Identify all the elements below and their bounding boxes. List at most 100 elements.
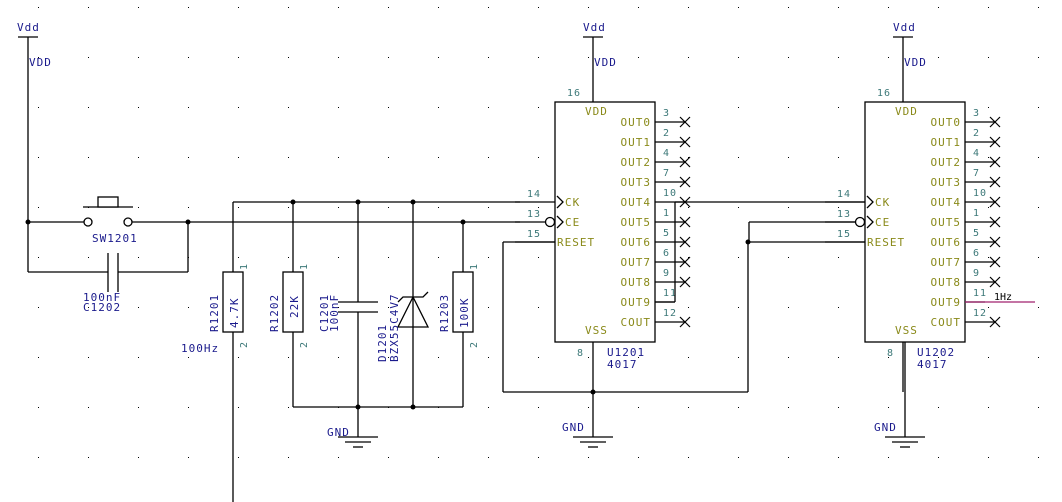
grid-dot <box>538 357 539 358</box>
pin-number: 4 <box>973 148 980 159</box>
pin-number: 14 <box>837 189 851 200</box>
grid-dot <box>188 157 189 158</box>
grid-dot <box>638 407 639 408</box>
grid-dot <box>138 57 139 58</box>
grid-dot <box>188 407 189 408</box>
grid-dot <box>138 107 139 108</box>
grid-dot <box>938 457 939 458</box>
pin-number: 3 <box>663 108 670 119</box>
pin-name: OUT2 <box>621 156 652 169</box>
pin-number-vss: 8 <box>577 348 584 359</box>
grid-dot <box>188 7 189 8</box>
gnd-label: GND <box>327 426 350 439</box>
d1201-value: BZX55C4V7 <box>388 293 401 362</box>
grid-dot <box>638 57 639 58</box>
grid-dot <box>738 57 739 58</box>
grid-dot <box>38 457 39 458</box>
grid-dot <box>788 357 789 358</box>
grid-dot <box>688 307 689 308</box>
grid-dot <box>538 207 539 208</box>
grid-dot <box>788 7 789 8</box>
pin-name-vdd: VDD <box>585 105 608 118</box>
pin-number: 9 <box>973 268 980 279</box>
pin-name: OUT9 <box>931 296 962 309</box>
vdd-symbol-label: Vdd <box>583 21 606 34</box>
grid-dot <box>188 457 189 458</box>
sw1201-pushbutton[interactable]: SW1201 <box>83 196 138 245</box>
d1201-zener-diode[interactable]: D1201 BZX55C4V7 <box>376 291 430 362</box>
grid-dot <box>688 457 689 458</box>
grid-dot <box>138 157 139 158</box>
grid-dot <box>688 407 689 408</box>
c1201-capacitor[interactable]: C1201 100nF <box>318 294 378 332</box>
inverted-input-bubble <box>544 216 556 228</box>
pin-name: OUT3 <box>621 176 652 189</box>
clock-edge-icon <box>556 215 564 229</box>
c1202-capacitor[interactable]: 100nF C1202 <box>83 253 121 314</box>
grid-dot <box>88 407 89 408</box>
grid-dot <box>138 7 139 8</box>
pin-name: CK <box>875 196 890 209</box>
r1202-resistor[interactable]: 22K R1202 1 2 <box>268 263 310 348</box>
grid-dot <box>488 257 489 258</box>
r1201-resistor[interactable]: 4.7K R1201 1 2 <box>208 263 250 348</box>
grid-dot <box>738 157 739 158</box>
grid-dot <box>38 307 39 308</box>
pin-number: 15 <box>837 229 851 240</box>
grid-dot <box>588 457 589 458</box>
pin-number: 14 <box>527 189 541 200</box>
pin-name: OUT5 <box>931 216 962 229</box>
vdd-symbol-label: Vdd <box>893 21 916 34</box>
pin-name: OUT7 <box>621 256 652 269</box>
grid-dot <box>688 57 689 58</box>
grid-dot <box>938 407 939 408</box>
grid-dot <box>538 57 539 58</box>
grid-dot <box>288 407 289 408</box>
grid-dot <box>388 107 389 108</box>
r1202-pin2: 2 <box>299 341 310 348</box>
grid-dot <box>88 307 89 308</box>
c1201-value: 100nF <box>328 294 341 332</box>
r1203-resistor[interactable]: 100K R1203 1 2 <box>438 263 480 348</box>
grid-dot <box>738 257 739 258</box>
grid-dot <box>988 57 989 58</box>
r1201-pin2: 2 <box>239 341 250 348</box>
grid-dot <box>288 457 289 458</box>
grid-dot <box>88 7 89 8</box>
grid-dot <box>338 7 339 8</box>
grid-dot <box>788 207 789 208</box>
grid-dot <box>38 107 39 108</box>
grid-dot <box>738 457 739 458</box>
ic-body <box>864 101 966 343</box>
grid-dot <box>238 257 239 258</box>
vdd-net-label: VDD <box>29 56 52 69</box>
grid-dot <box>388 457 389 458</box>
grid-dot <box>438 157 439 158</box>
